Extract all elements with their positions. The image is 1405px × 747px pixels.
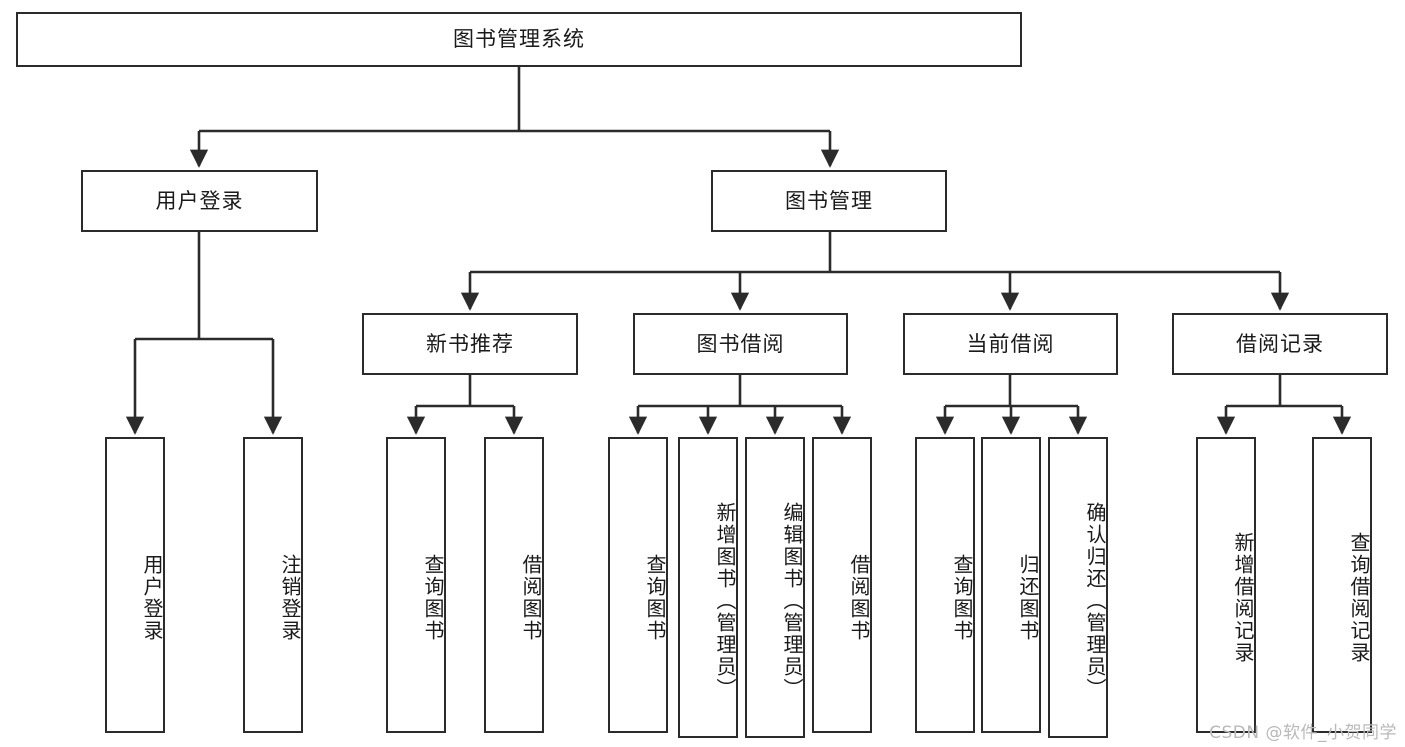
- node-leaf-borrow-book[interactable]: 借阅图书: [812, 437, 872, 733]
- leaf-label: 注销登录: [278, 554, 302, 642]
- node-book-borrow[interactable]: 图书借阅: [633, 313, 848, 375]
- node-leaf-query-borrow-record[interactable]: 查询借阅记录: [1312, 437, 1372, 733]
- node-leaf-add-borrow-record[interactable]: 新增借阅记录: [1196, 437, 1256, 733]
- leaf-label: 归还图书: [1016, 554, 1040, 642]
- node-leaf-query-book-borrow[interactable]: 查询图书: [608, 437, 668, 733]
- leaf-label: 借阅图书: [847, 554, 871, 642]
- node-leaf-return-book[interactable]: 归还图书: [981, 437, 1041, 733]
- leaf-label: 查询图书: [643, 554, 667, 642]
- node-leaf-user-login[interactable]: 用户登录: [105, 437, 165, 733]
- node-leaf-logout-login[interactable]: 注销登录: [243, 437, 303, 733]
- node-current-borrow[interactable]: 当前借阅: [903, 313, 1118, 375]
- leaf-label: 用户登录: [140, 554, 164, 642]
- leaf-label: 新增图书（管理员）: [713, 501, 737, 700]
- node-leaf-confirm-return-admin[interactable]: 确认归还（管理员）: [1048, 437, 1108, 738]
- node-user-login[interactable]: 用户登录: [81, 170, 318, 232]
- node-leaf-edit-book-admin[interactable]: 编辑图书（管理员）: [745, 437, 805, 738]
- leaf-label: 查询图书: [421, 554, 445, 642]
- leaf-label: 查询借阅记录: [1347, 532, 1371, 664]
- node-borrow-record[interactable]: 借阅记录: [1172, 313, 1388, 375]
- leaf-label: 编辑图书（管理员）: [780, 501, 804, 700]
- node-leaf-borrow-book-recommend[interactable]: 借阅图书: [484, 437, 544, 733]
- leaf-label: 查询图书: [950, 554, 974, 642]
- leaf-label: 确认归还（管理员）: [1083, 501, 1107, 700]
- node-leaf-query-book-recommend[interactable]: 查询图书: [386, 437, 446, 733]
- csdn-watermark: CSDN @软件_小贺同学: [1209, 723, 1397, 743]
- node-leaf-query-book-current[interactable]: 查询图书: [915, 437, 975, 733]
- leaf-label: 新增借阅记录: [1231, 532, 1255, 664]
- node-leaf-add-book-admin[interactable]: 新增图书（管理员）: [678, 437, 738, 738]
- leaf-label: 借阅图书: [519, 554, 543, 642]
- node-root[interactable]: 图书管理系统: [16, 12, 1022, 67]
- node-new-book-recommend[interactable]: 新书推荐: [362, 313, 578, 375]
- node-book-manage[interactable]: 图书管理: [711, 170, 947, 232]
